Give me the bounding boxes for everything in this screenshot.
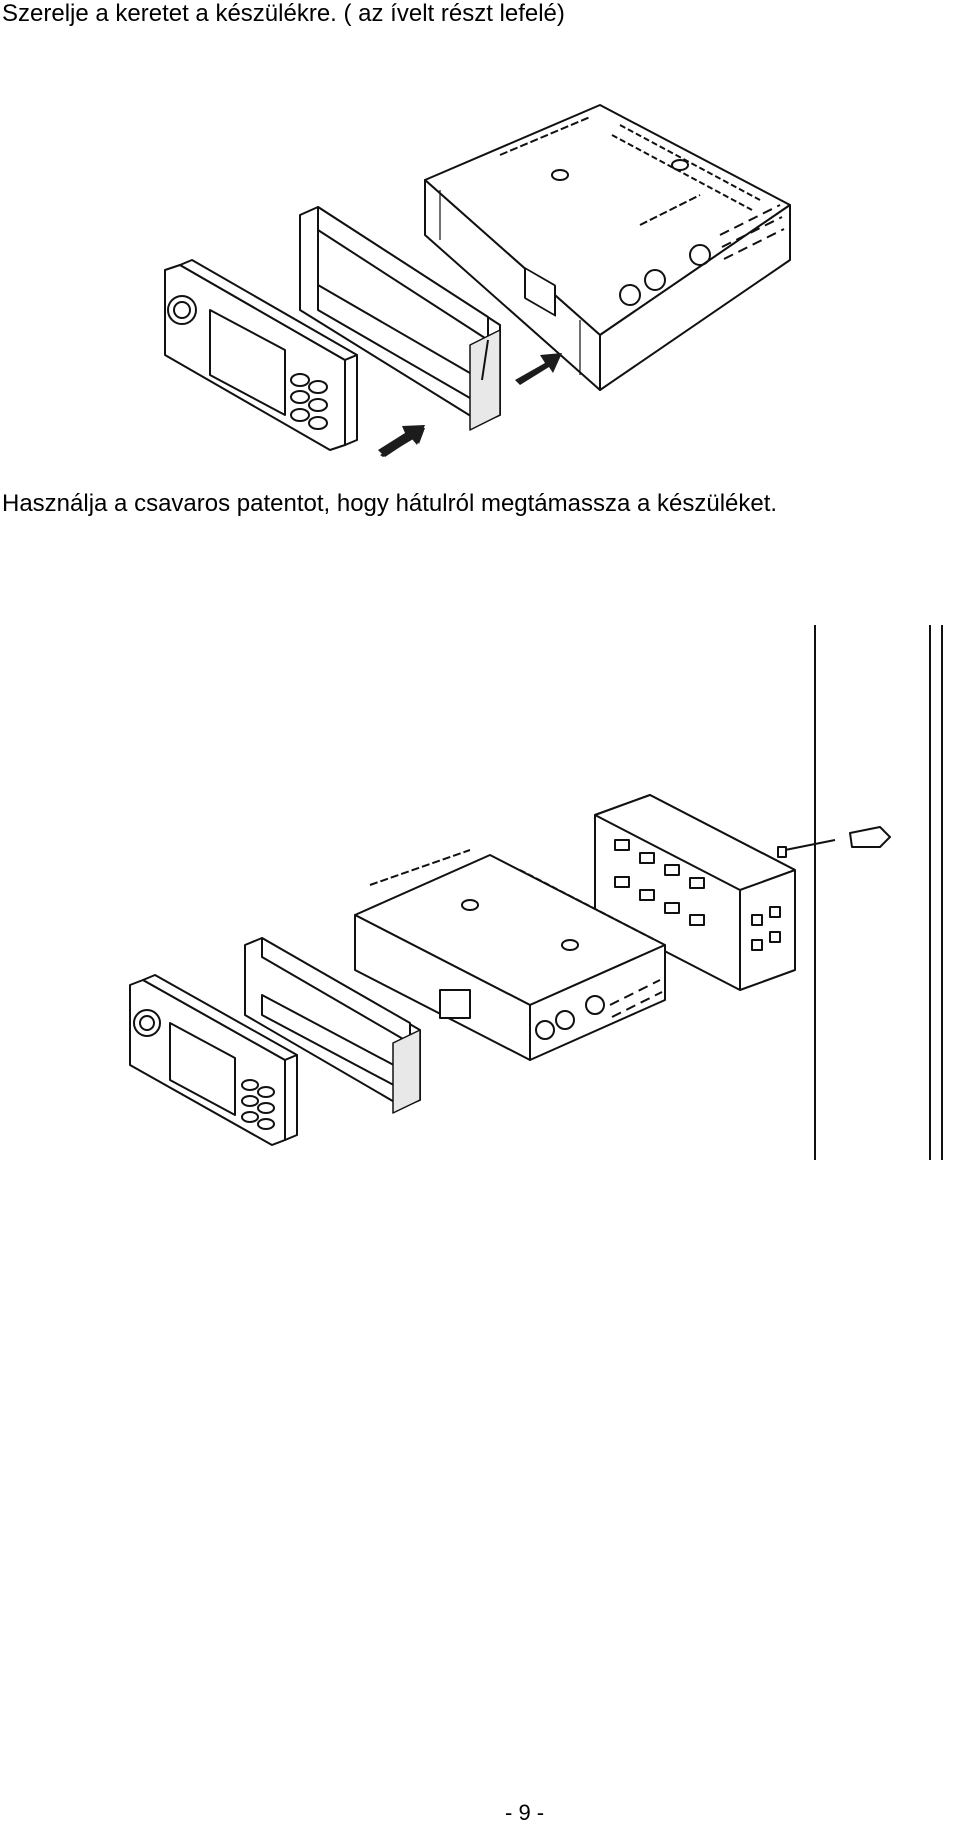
panel-buttons-2 <box>241 1079 275 1130</box>
radio-chassis <box>424 104 791 391</box>
radio-chassis-2 <box>354 849 666 1061</box>
sleeve-tabs <box>614 839 781 951</box>
chassis-vent-slots <box>499 116 761 226</box>
instruction-step-1: Szerelje a keretet a készülékre. ( az ív… <box>2 0 565 27</box>
instruction-step-2: Használja a csavaros patentot, hogy hátu… <box>2 490 778 517</box>
front-panel-2 <box>129 974 298 1146</box>
trim-frame <box>299 206 501 431</box>
frame-mounting-illustration <box>0 95 960 465</box>
frame-mounting-drawing <box>164 104 791 457</box>
mounting-sleeve <box>594 794 796 991</box>
front-panel <box>164 259 358 451</box>
insert-arrow-1 <box>378 425 425 457</box>
rear-support-drawing <box>129 625 943 1160</box>
page-number: - 9 - <box>505 1800 545 1825</box>
support-bolt <box>777 826 891 858</box>
panel-buttons <box>290 373 328 430</box>
insert-arrow-2 <box>515 353 562 385</box>
dashboard-wall <box>814 625 943 1160</box>
trim-frame-2 <box>244 937 421 1114</box>
rear-grille <box>719 204 785 260</box>
rear-support-illustration <box>0 615 960 1175</box>
